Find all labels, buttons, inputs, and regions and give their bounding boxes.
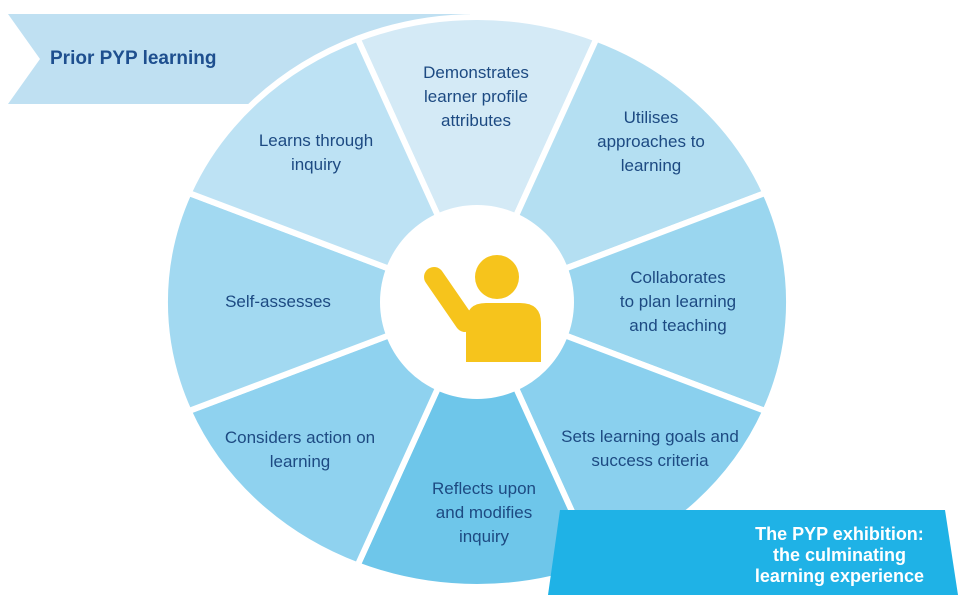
segment-label: Collaborates to plan learning and teachi…: [619, 268, 737, 335]
segment-label: Sets learning goals and success criteria: [561, 427, 739, 470]
segment-label: Demonstrates learner profile attributes: [423, 63, 529, 130]
learner-raising-hand-icon: [424, 255, 541, 362]
segment-label: Reflects upon and modifies inquiry: [432, 479, 536, 546]
segment-label: Utilises approaches to learning: [597, 108, 705, 175]
segment-label: Learns through inquiry: [258, 131, 374, 174]
exhibition-banner: [548, 510, 958, 595]
wheel-rim: [163, 15, 791, 589]
segment-label: Considers action on learning: [224, 428, 376, 471]
prior-learning-label: Prior PYP learning: [50, 48, 217, 69]
exhibition-label: The PYP exhibition: the culminating lear…: [754, 524, 924, 586]
center-circle: [380, 205, 574, 399]
segment-label: Self-assesses: [225, 292, 331, 311]
